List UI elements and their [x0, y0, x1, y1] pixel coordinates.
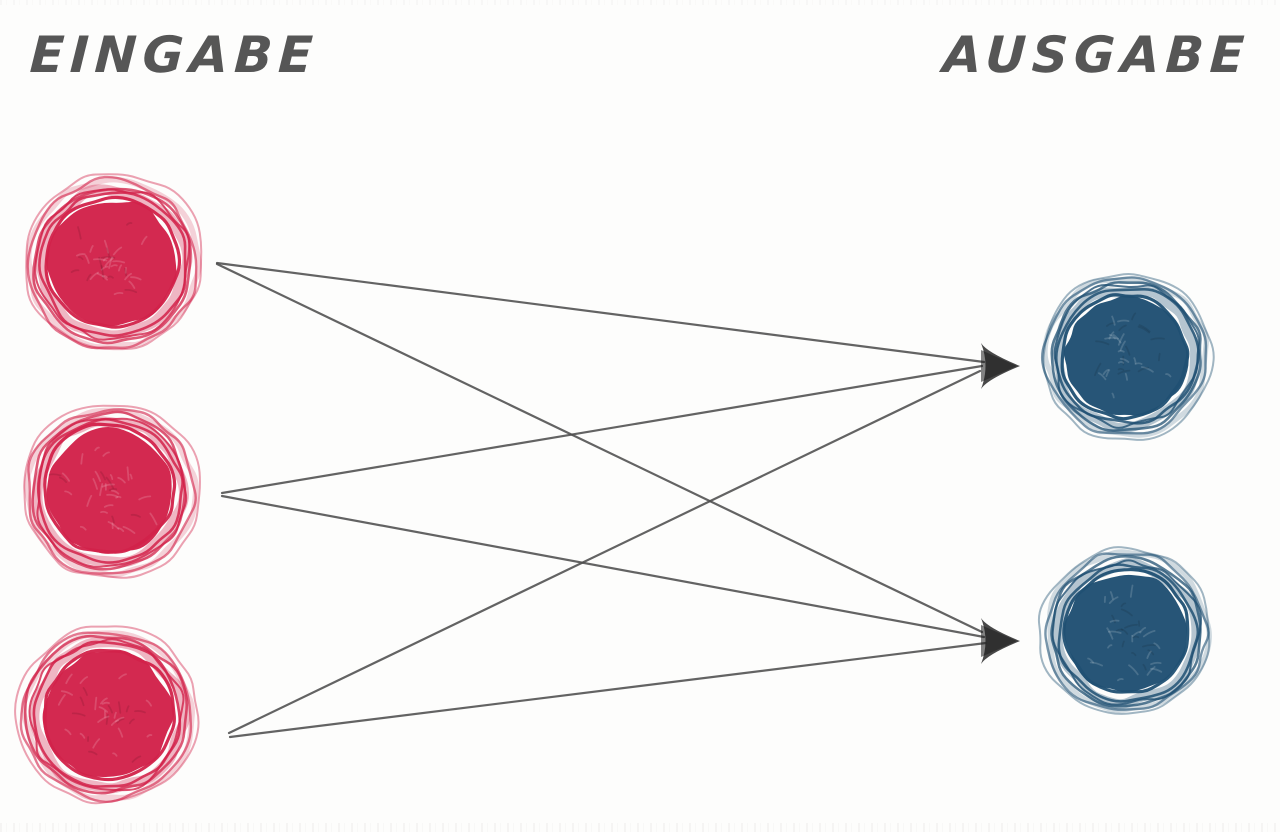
edge-input-1-output-1 [215, 261, 986, 364]
edge-input-1-output-2 [215, 262, 984, 634]
input-node-input-3 [14, 625, 200, 805]
edge-input-3-output-2 [228, 641, 988, 739]
output-node-output-1 [1040, 273, 1215, 441]
edge-input-3-output-1 [227, 369, 982, 735]
edge-input-2-output-1 [220, 364, 984, 495]
input-node-input-1 [25, 173, 203, 351]
output-node-output-2 [1037, 546, 1212, 715]
arrowhead-top [981, 343, 1020, 389]
arrowhead-bottom [981, 618, 1020, 664]
edge-input-2-output-2 [220, 494, 986, 639]
input-node-input-2 [23, 404, 201, 579]
